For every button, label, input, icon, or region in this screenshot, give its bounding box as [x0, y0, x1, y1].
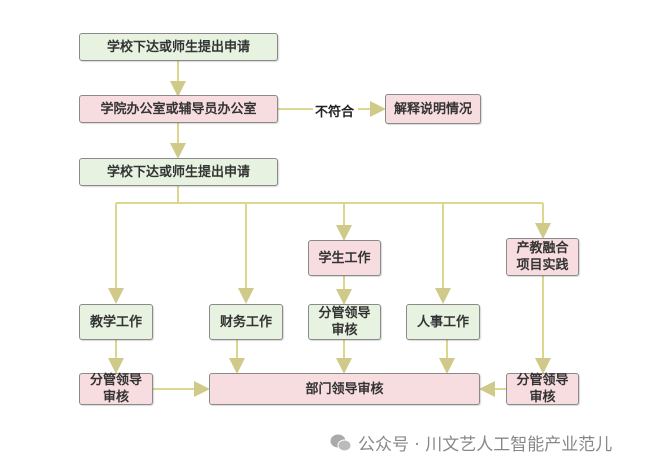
watermark-text: 公众号 · 川文艺人工智能产业范儿: [358, 435, 613, 455]
node-teaching: 教学工作: [79, 304, 153, 340]
node-explain: 解释说明情况: [385, 94, 481, 124]
node-apply2: 学校下达或师生提出申请: [79, 158, 278, 186]
node-finance: 财务工作: [209, 304, 283, 340]
wechat-icon: [330, 434, 352, 451]
watermark: 公众号 · 川文艺人工智能产业范儿: [330, 430, 612, 455]
node-student-work: 学生工作: [308, 240, 381, 276]
node-dept: 部门领导审核: [209, 373, 480, 405]
reject-label: 不符合: [315, 105, 355, 120]
node-leader-right: 分管领导审核: [506, 373, 579, 405]
node-hr: 人事工作: [406, 304, 480, 340]
node-start: 学校下达或师生提出申请: [79, 33, 278, 61]
node-industry: 产教融合项目实践: [506, 238, 579, 276]
node-leader-left: 分管领导审核: [79, 373, 153, 405]
node-office: 学院办公室或辅导员办公室: [79, 95, 278, 123]
node-leader-mid: 分管领导审核: [308, 304, 381, 340]
